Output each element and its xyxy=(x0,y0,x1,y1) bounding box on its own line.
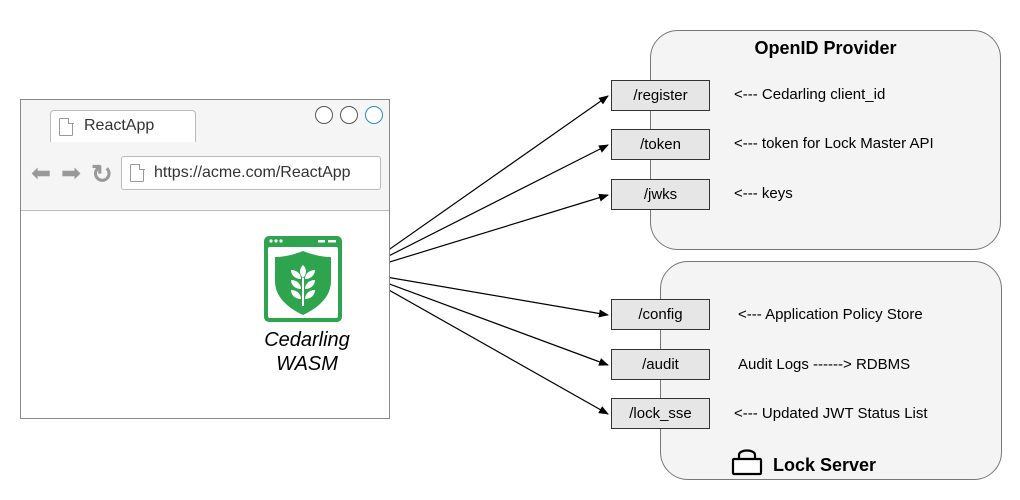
browser-window: ReactApp ⬅ ➡ ↻ https://acme.com/ReactApp xyxy=(20,99,390,419)
endpoint-audit[interactable]: /audit xyxy=(611,349,710,380)
arrow-to-config xyxy=(356,271,609,318)
page-icon xyxy=(130,163,145,182)
browser-tab[interactable]: ReactApp xyxy=(50,110,196,142)
client-name-line1: Cedarling xyxy=(264,329,350,351)
back-arrow-icon[interactable]: ⬅ xyxy=(31,160,52,187)
forward-arrow-icon[interactable]: ➡ xyxy=(61,160,82,187)
endpoint-token[interactable]: /token xyxy=(611,129,710,160)
endpoint-jwks[interactable]: /jwks xyxy=(611,179,710,210)
arrow-to-lock-sse xyxy=(356,271,609,415)
page-icon xyxy=(59,117,74,136)
browser-tab-bar: ReactApp xyxy=(21,100,389,143)
address-bar-url: https://acme.com/ReactApp xyxy=(154,164,351,181)
arrow-to-jwks xyxy=(356,193,609,273)
reload-icon[interactable]: ↻ xyxy=(91,159,113,189)
endpoint-lock-sse[interactable]: /lock_sse xyxy=(611,398,710,429)
openid-provider-title: OpenID Provider xyxy=(754,38,897,58)
wheat-shield-icon xyxy=(264,236,342,322)
endpoint-config[interactable]: /config xyxy=(611,299,710,330)
window-minimize-button[interactable] xyxy=(315,106,333,124)
note-lock-sse: <--- Updated JWT Status List xyxy=(734,405,928,422)
arrow-to-audit xyxy=(356,271,609,366)
endpoint-register[interactable]: /register xyxy=(611,80,710,111)
arrow-to-register xyxy=(356,95,609,273)
arrow-to-token xyxy=(356,144,609,273)
lock-server-title: Lock Server xyxy=(773,455,877,475)
note-config: <--- Application Policy Store xyxy=(738,306,923,323)
browser-toolbar: ⬅ ➡ ↻ https://acme.com/ReactApp xyxy=(21,142,389,211)
window-maximize-button[interactable] xyxy=(340,106,358,124)
window-close-button[interactable] xyxy=(365,106,383,124)
address-bar[interactable]: https://acme.com/ReactApp xyxy=(121,156,381,190)
padlock-icon xyxy=(731,449,763,476)
note-jwks: <--- keys xyxy=(734,185,793,202)
lock-server-group xyxy=(660,261,1002,480)
client-name-line2: WASM xyxy=(276,353,338,375)
cedarling-wasm-caption: Cedarling WASM xyxy=(257,328,357,376)
note-register: <--- Cedarling client_id xyxy=(734,86,886,103)
note-token: <--- token for Lock Master API xyxy=(734,135,934,152)
note-audit: Audit Logs ------> RDBMS xyxy=(738,356,911,373)
browser-tab-label: ReactApp xyxy=(84,117,155,134)
